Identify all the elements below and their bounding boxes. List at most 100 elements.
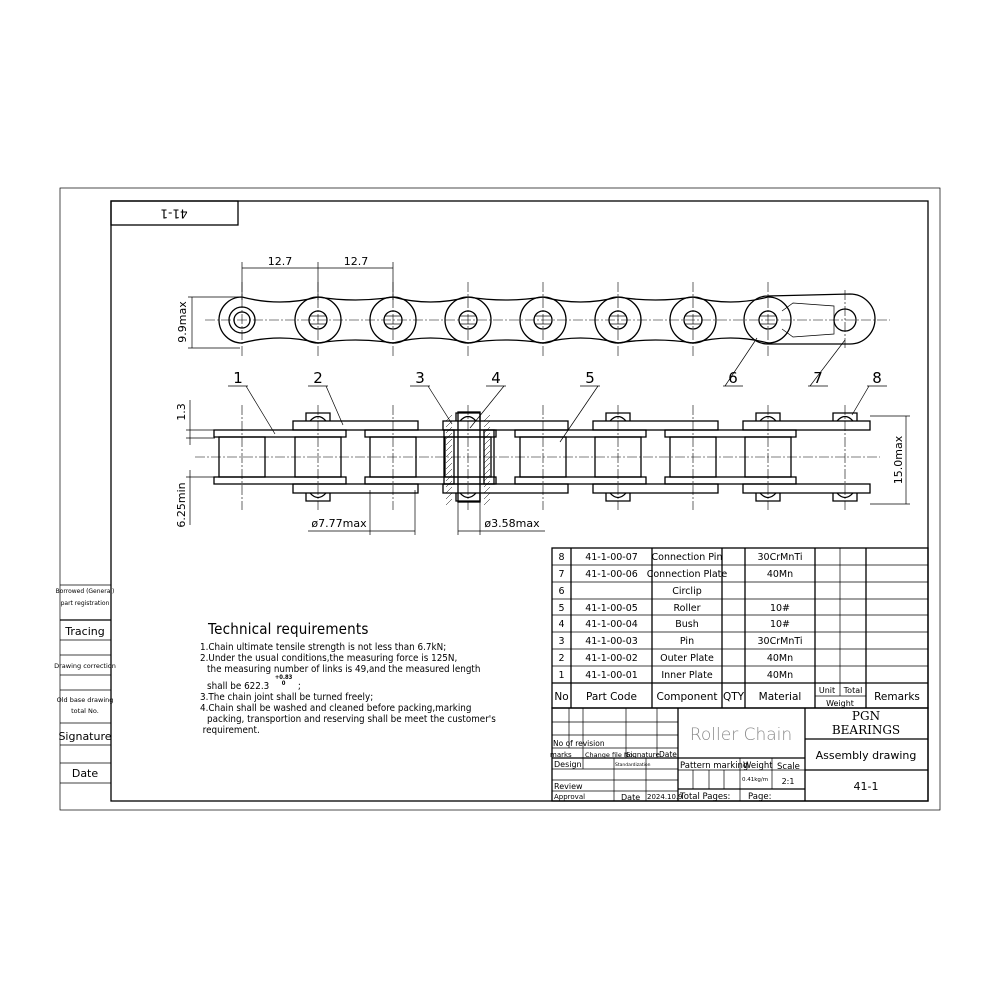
bom-header-total: Total bbox=[843, 686, 863, 695]
hatch-line bbox=[445, 420, 453, 428]
change-file-no-label: Change file No. bbox=[585, 751, 635, 759]
bom-cell-component: Connection Pin bbox=[652, 552, 723, 563]
bom-cell-material: 10# bbox=[770, 603, 790, 614]
weight-value: 0.41kg/m bbox=[742, 777, 768, 783]
pin-hole bbox=[228, 306, 256, 334]
signature-header: Signature bbox=[626, 751, 660, 759]
pin-head bbox=[605, 412, 631, 422]
balloon-7: 7 bbox=[813, 369, 823, 387]
requirement-2: 2.Under the usual conditions,the measuri… bbox=[200, 653, 458, 664]
requirement-2-cont: the measuring number of links is 49,and … bbox=[207, 664, 481, 675]
bom-header-weight: Weight bbox=[826, 699, 854, 708]
hatch-line bbox=[483, 498, 491, 506]
leader-line bbox=[427, 385, 453, 425]
measured-length: shall be 622.3 bbox=[207, 681, 270, 692]
bom-cell-component: Circlip bbox=[672, 586, 702, 597]
bom-cell-part_code: 41-1-00-07 bbox=[585, 552, 638, 563]
part-registration-label: part registration bbox=[61, 600, 110, 607]
old-base-drawing-label: Old base drawing bbox=[57, 696, 114, 704]
pin-head bbox=[832, 492, 858, 502]
hatch-line bbox=[445, 456, 453, 464]
outer-plate bbox=[292, 483, 419, 494]
bom-cell-component: Roller bbox=[673, 603, 700, 614]
hatch-line bbox=[445, 414, 453, 422]
hatch-line bbox=[445, 444, 453, 452]
bom-cell-no: 2 bbox=[558, 653, 564, 664]
dimensions: 12.7 12.7 9.9max 1.3 6.25min 15.0max ø7.… bbox=[175, 255, 910, 535]
leader-line bbox=[809, 339, 846, 387]
requirement-1: 1.Chain ultimate tensile strength is not… bbox=[200, 642, 447, 653]
pin-hole bbox=[758, 310, 778, 330]
outer-plate bbox=[592, 483, 719, 494]
weight-label: Weight bbox=[743, 761, 773, 771]
leader-line bbox=[851, 385, 870, 416]
outer-plate bbox=[742, 420, 871, 431]
connection-plate bbox=[743, 293, 876, 345]
balloon-1: 1 bbox=[233, 369, 243, 387]
pin-diameter-dimension: ø3.58max bbox=[484, 517, 540, 530]
bom-cell-part_code: 41-1-00-02 bbox=[585, 653, 638, 664]
hatch-line bbox=[483, 450, 491, 458]
bom-cell-component: Outer Plate bbox=[660, 653, 714, 664]
bom-header-remarks: Remarks bbox=[874, 691, 920, 703]
total-no-label: total No. bbox=[71, 707, 99, 715]
bom-cell-material: 40Mn bbox=[767, 569, 793, 580]
bom-cell-part_code: 41-1-00-05 bbox=[585, 603, 638, 614]
pin-hole bbox=[533, 310, 553, 330]
requirement-3: 3.The chain joint shall be turned freely… bbox=[200, 692, 374, 703]
date-header: Date bbox=[659, 750, 677, 759]
overall-width-dimension: 15.0max bbox=[892, 435, 905, 484]
bom-cell-material: 40Mn bbox=[767, 653, 793, 664]
technical-requirements: Technical requirements 1.Chain ultimate … bbox=[200, 620, 500, 736]
bom-cell-no: 1 bbox=[558, 670, 564, 681]
pin-head bbox=[755, 492, 781, 502]
page-label: Page: bbox=[748, 792, 771, 802]
bom-header-component: Component bbox=[657, 691, 718, 703]
bom-header-material: Material bbox=[759, 691, 802, 703]
hatch-line bbox=[445, 492, 453, 500]
bom-cell-no: 8 bbox=[558, 552, 564, 563]
bush-section bbox=[443, 429, 455, 485]
leader-line bbox=[469, 385, 505, 429]
hatch-line bbox=[483, 420, 491, 428]
bom-cell-part_code: 41-1-00-06 bbox=[585, 569, 638, 580]
chain-top-view bbox=[205, 282, 890, 358]
outer-border bbox=[59, 187, 941, 811]
chain-side-section-view bbox=[195, 405, 880, 510]
roller-diameter-dimension: ø7.77max bbox=[311, 517, 367, 530]
pin-head bbox=[305, 412, 331, 422]
outer-plate bbox=[442, 420, 569, 431]
drawing-number-rotated: 41-1 bbox=[160, 207, 187, 221]
bom-cell-no: 7 bbox=[558, 569, 564, 580]
inner-plate bbox=[664, 429, 797, 438]
inner-plate bbox=[213, 476, 347, 485]
leader-line bbox=[245, 385, 276, 435]
hatch-line bbox=[445, 438, 453, 446]
balloon-3: 3 bbox=[415, 369, 425, 387]
requirement-4-end: requirement. bbox=[202, 725, 260, 736]
pin-hole-inner bbox=[233, 311, 251, 329]
bom-cell-component: Inner Plate bbox=[661, 670, 713, 681]
technical-requirements-title: Technical requirements bbox=[208, 620, 369, 638]
balloon-5: 5 bbox=[585, 369, 595, 387]
bom-header-part_code: Part Code bbox=[586, 691, 637, 703]
bom-header-qty: QTY bbox=[723, 691, 745, 703]
hatch-line bbox=[445, 468, 453, 476]
date-label: Date bbox=[72, 767, 99, 780]
outer-plate bbox=[292, 420, 419, 431]
bom-cell-part_code: 41-1-00-03 bbox=[585, 636, 638, 647]
pitch-dimension-2: 12.7 bbox=[344, 255, 369, 268]
hatch-line bbox=[445, 432, 453, 440]
outer-plate bbox=[742, 483, 871, 494]
outer-plate bbox=[592, 420, 719, 431]
pin-hole bbox=[458, 310, 478, 330]
inner-plate bbox=[514, 429, 647, 438]
hatch-line bbox=[483, 456, 491, 464]
hatch-line bbox=[445, 474, 453, 482]
bom-cell-no: 6 bbox=[558, 586, 564, 597]
